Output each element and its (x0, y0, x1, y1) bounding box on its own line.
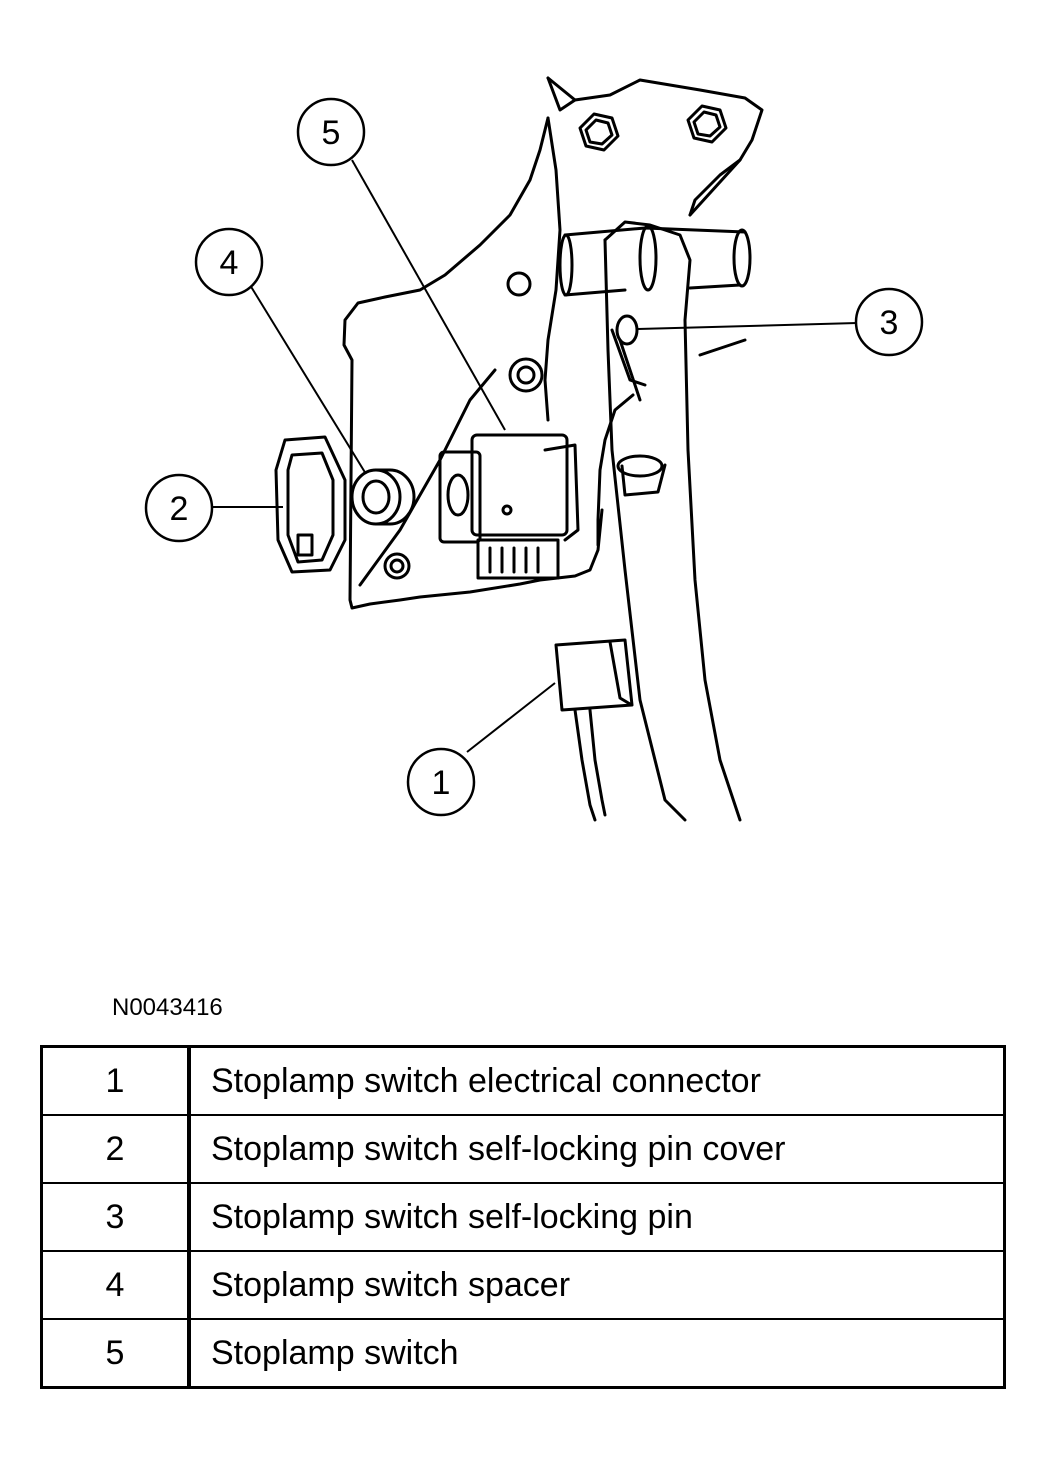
legend-description: Stoplamp switch electrical connector (188, 1045, 1006, 1116)
brake-pedal-arm (603, 220, 742, 822)
callout-label-5: 5 (322, 114, 341, 152)
bolt-left (578, 112, 620, 152)
legend-row: 5 Stoplamp switch (40, 1318, 1006, 1389)
upper-bracket (546, 76, 764, 217)
callout-label-1: 1 (432, 764, 451, 802)
stoplamp-switch (438, 433, 580, 580)
legend-row: 2 Stoplamp switch self-locking pin cover (40, 1114, 1006, 1184)
legend-description: Stoplamp switch self-locking pin cover (188, 1114, 1006, 1184)
lower-nut (383, 552, 411, 580)
figure-id: N0043416 (112, 994, 223, 1021)
callout-label-4: 4 (220, 244, 239, 282)
legend-table: 1 Stoplamp switch electrical connector 2… (40, 1045, 1006, 1389)
legend-number: 3 (40, 1182, 191, 1252)
legend-number: 5 (40, 1318, 191, 1389)
leader-line-4 (249, 284, 367, 475)
callout-circle-2 (144, 473, 214, 543)
plate-hole (506, 271, 532, 297)
legend-description: Stoplamp switch spacer (188, 1250, 1006, 1320)
callout-label-2: 2 (170, 490, 189, 528)
callout-circle-1 (406, 747, 476, 817)
self-locking-pin (596, 314, 647, 547)
leader-line-1 (466, 682, 556, 753)
pedal-stud (616, 454, 667, 497)
stoplamp-switch-illustration: 1 2 3 4 5 (144, 76, 924, 822)
legend-row: 4 Stoplamp switch spacer (40, 1250, 1006, 1320)
callout-circle-3 (854, 287, 924, 357)
legend-number: 4 (40, 1250, 191, 1320)
callout-circle-4 (194, 227, 264, 297)
self-locking-pin-cover (274, 435, 347, 574)
legend-description: Stoplamp switch self-locking pin (188, 1182, 1006, 1252)
legend-number: 1 (40, 1045, 191, 1116)
upper-nut (508, 357, 544, 393)
stoplamp-switch-spacer (350, 468, 416, 526)
callout-label-3: 3 (880, 304, 899, 342)
leader-line-5 (351, 159, 506, 431)
electrical-connector (554, 638, 634, 822)
callout-circle-5 (296, 97, 366, 167)
legend-number: 2 (40, 1114, 191, 1184)
pivot-shaft (563, 226, 747, 237)
legend-row: 3 Stoplamp switch self-locking pin (40, 1182, 1006, 1252)
leader-line-3 (637, 322, 858, 330)
bolt-right (686, 104, 728, 144)
legend-row: 1 Stoplamp switch electrical connector (40, 1045, 1006, 1116)
legend-description: Stoplamp switch (188, 1318, 1006, 1389)
